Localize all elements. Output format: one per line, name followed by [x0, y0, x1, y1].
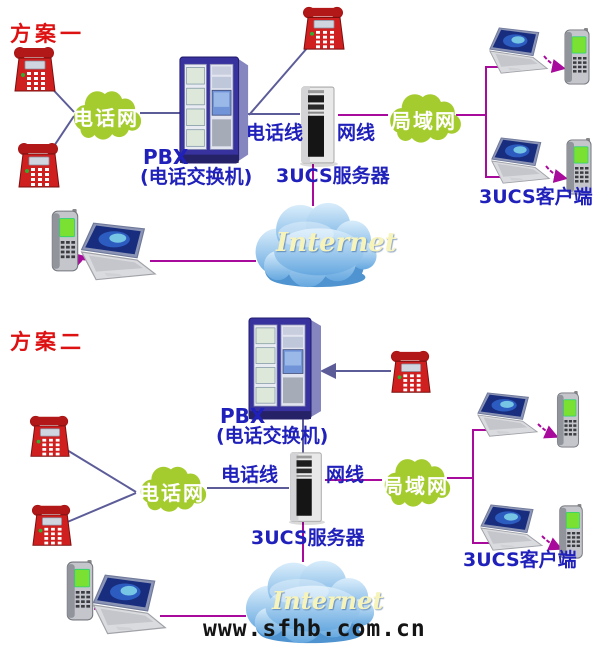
pstn-cloud-label: 电话网 [73, 106, 139, 130]
phone-line-label: 电话线 [246, 122, 304, 144]
phone-line-label: 电话线 [221, 464, 279, 486]
watermark: www.sfhb.com.cn [203, 616, 426, 642]
pbx-label: PBX [143, 145, 189, 169]
phone-to-pstn-line [61, 446, 137, 493]
laptop-icon [90, 574, 170, 636]
scheme2-title: 方案二 [10, 330, 85, 354]
net-line-label: 网线 [337, 122, 376, 144]
desk-phone-icon [17, 141, 61, 191]
pbx-cabinet-icon [178, 55, 250, 165]
desk-phone-icon [29, 414, 71, 460]
desk-phone-icon [390, 349, 432, 396]
server-tower-icon [287, 451, 327, 525]
laptop-to-mobile-arrow [537, 423, 559, 439]
client-label: 3UCS客户端 [479, 186, 593, 208]
laptop-to-mobile-arrow [543, 55, 566, 73]
scheme1-title: 方案一 [10, 22, 85, 46]
laptop-to-mobile-arrow [541, 535, 563, 551]
laptop-icon [475, 392, 541, 438]
lan-cloud-label: 局域网 [391, 109, 457, 133]
lan-cloud-label: 局域网 [383, 474, 449, 498]
laptop-icon [489, 137, 553, 185]
pbx-to-phone-line [248, 46, 309, 116]
mobile-phone-icon [560, 28, 594, 86]
laptop-to-mobile-arrow [545, 165, 568, 183]
pbx-sub-label: (电话交换机) [216, 425, 329, 447]
client-label: 3UCS客户端 [463, 549, 577, 571]
laptop-icon [478, 504, 546, 552]
server-tower-icon [298, 85, 340, 167]
pbx-label: PBX [220, 404, 266, 428]
server-label: 3UCS服务器 [251, 527, 365, 549]
desk-phone-icon [31, 503, 73, 549]
desk-phone-icon [302, 5, 346, 53]
pstn-cloud-label: 电话网 [139, 481, 205, 505]
laptop-icon [487, 27, 551, 75]
pbx-sub-label: (电话交换机) [140, 166, 253, 188]
net-line-label: 网线 [326, 464, 365, 486]
internet-label: Internet [276, 228, 397, 258]
laptop-icon [78, 222, 160, 282]
phone-to-pstn-line [64, 492, 137, 524]
server-label: 3UCS服务器 [276, 165, 390, 187]
desk-phone-icon [13, 45, 57, 95]
mobile-phone-icon [553, 391, 583, 449]
internet-label: Internet [272, 586, 384, 615]
